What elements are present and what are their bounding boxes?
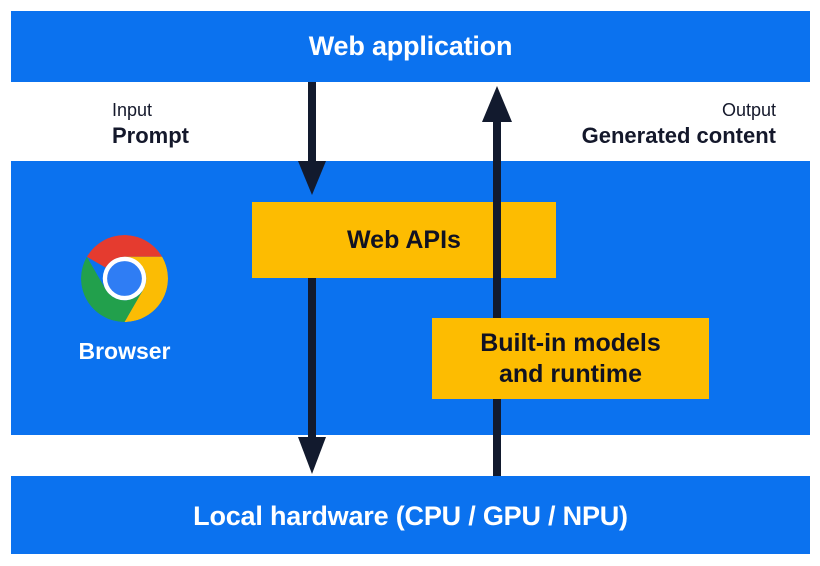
flow-note-input-kind: Input — [112, 100, 153, 120]
band-local-hardware: Local hardware (CPU / GPU / NPU) — [11, 476, 810, 554]
arrow-down-icon — [298, 278, 326, 474]
flow-note-output-kind: Output — [721, 100, 776, 120]
block-builtin-models-line2: and runtime — [498, 359, 643, 388]
flow-note-input-value: Prompt — [112, 122, 189, 148]
flow-note-output-value: Generated content — [581, 122, 776, 148]
chrome-logo-icon — [81, 235, 168, 322]
block-builtin-models-line1: Built-in models — [480, 329, 661, 357]
flow-note-output: Output Generated content — [582, 100, 776, 150]
band-web-application: Web application — [11, 11, 810, 82]
block-web-apis-label: Web APIs — [347, 225, 461, 254]
flow-note-input: Input Prompt — [112, 100, 189, 150]
block-web-apis: Web APIs — [252, 202, 556, 278]
band-browser-label: Browser — [78, 338, 171, 364]
band-local-hardware-label: Local hardware (CPU / GPU / NPU) — [193, 501, 628, 531]
arrow-up-icon — [482, 86, 512, 478]
band-web-application-label: Web application — [308, 31, 513, 61]
arrow-down-icon — [298, 82, 326, 195]
